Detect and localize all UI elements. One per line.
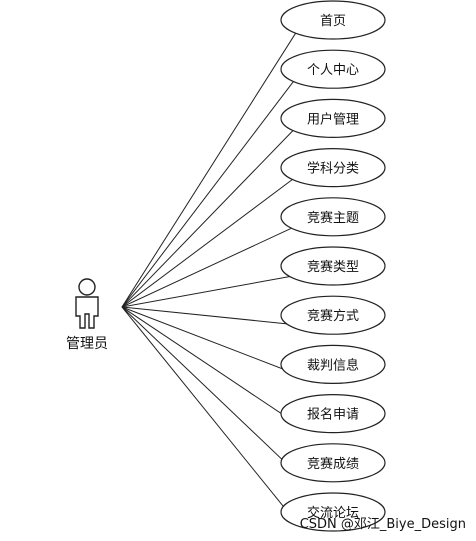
use-case-label: 竞赛方式 [307,308,359,324]
use-case-list: 首页个人中心用户管理学科分类竞赛主题竞赛类型竞赛方式裁判信息报名申请竞赛成绩交流… [280,0,386,532]
use-case-ellipse [280,443,386,483]
use-case: 用户管理 [280,98,386,139]
association-lines [121,33,296,522]
use-case-label: 个人中心 [307,63,359,78]
use-case: 竞赛主题 [280,197,386,237]
actor-admin: 管理员 [66,278,108,352]
use-case-label: 竞赛主题 [307,210,359,226]
association-line [121,225,296,308]
stick-figure-actor-icon [75,278,99,329]
association-line [121,306,296,375]
use-case-label: 报名申请 [307,407,359,423]
use-case: 竞赛方式 [280,295,386,335]
use-case-label: 用户管理 [307,111,359,127]
use-case-label: 竞赛类型 [307,259,359,275]
use-case: 交流论坛 [280,492,386,532]
association-line [121,306,296,326]
use-case-label: 首页 [320,14,346,29]
actor-name: 管理员 [66,336,108,352]
use-case: 首页 [280,0,386,40]
use-case: 裁判信息 [280,344,386,384]
use-case-ellipse [280,295,386,335]
use-case-ellipse [280,344,386,384]
watermark: CSDN @邓江_Biye_Design [300,517,466,532]
use-case-ellipse [280,394,386,434]
association-line [121,275,296,308]
use-case-label: 竞赛成绩 [307,456,359,472]
use-case-ellipse [280,197,386,237]
use-case: 个人中心 [280,49,386,89]
use-case: 竞赛类型 [280,246,386,286]
association-line [121,127,296,308]
association-line [121,306,296,424]
use-case-ellipse [280,492,386,532]
use-case-label: 裁判信息 [307,357,359,373]
use-case-label: 学科分类 [307,161,359,177]
association-line [121,33,296,308]
use-case-ellipse [280,0,386,40]
use-case-ellipse [280,246,386,286]
use-case: 学科分类 [280,148,386,188]
use-case-ellipse [280,49,386,89]
use-case-ellipse [280,98,386,139]
use-case: 竞赛成绩 [280,443,386,483]
use-case-ellipse [280,148,386,188]
use-case: 报名申请 [280,394,386,434]
association-line [121,306,296,522]
association-line [121,176,296,308]
association-line [121,306,296,473]
association-line [121,78,296,308]
use-case-label: 交流论坛 [307,505,359,521]
